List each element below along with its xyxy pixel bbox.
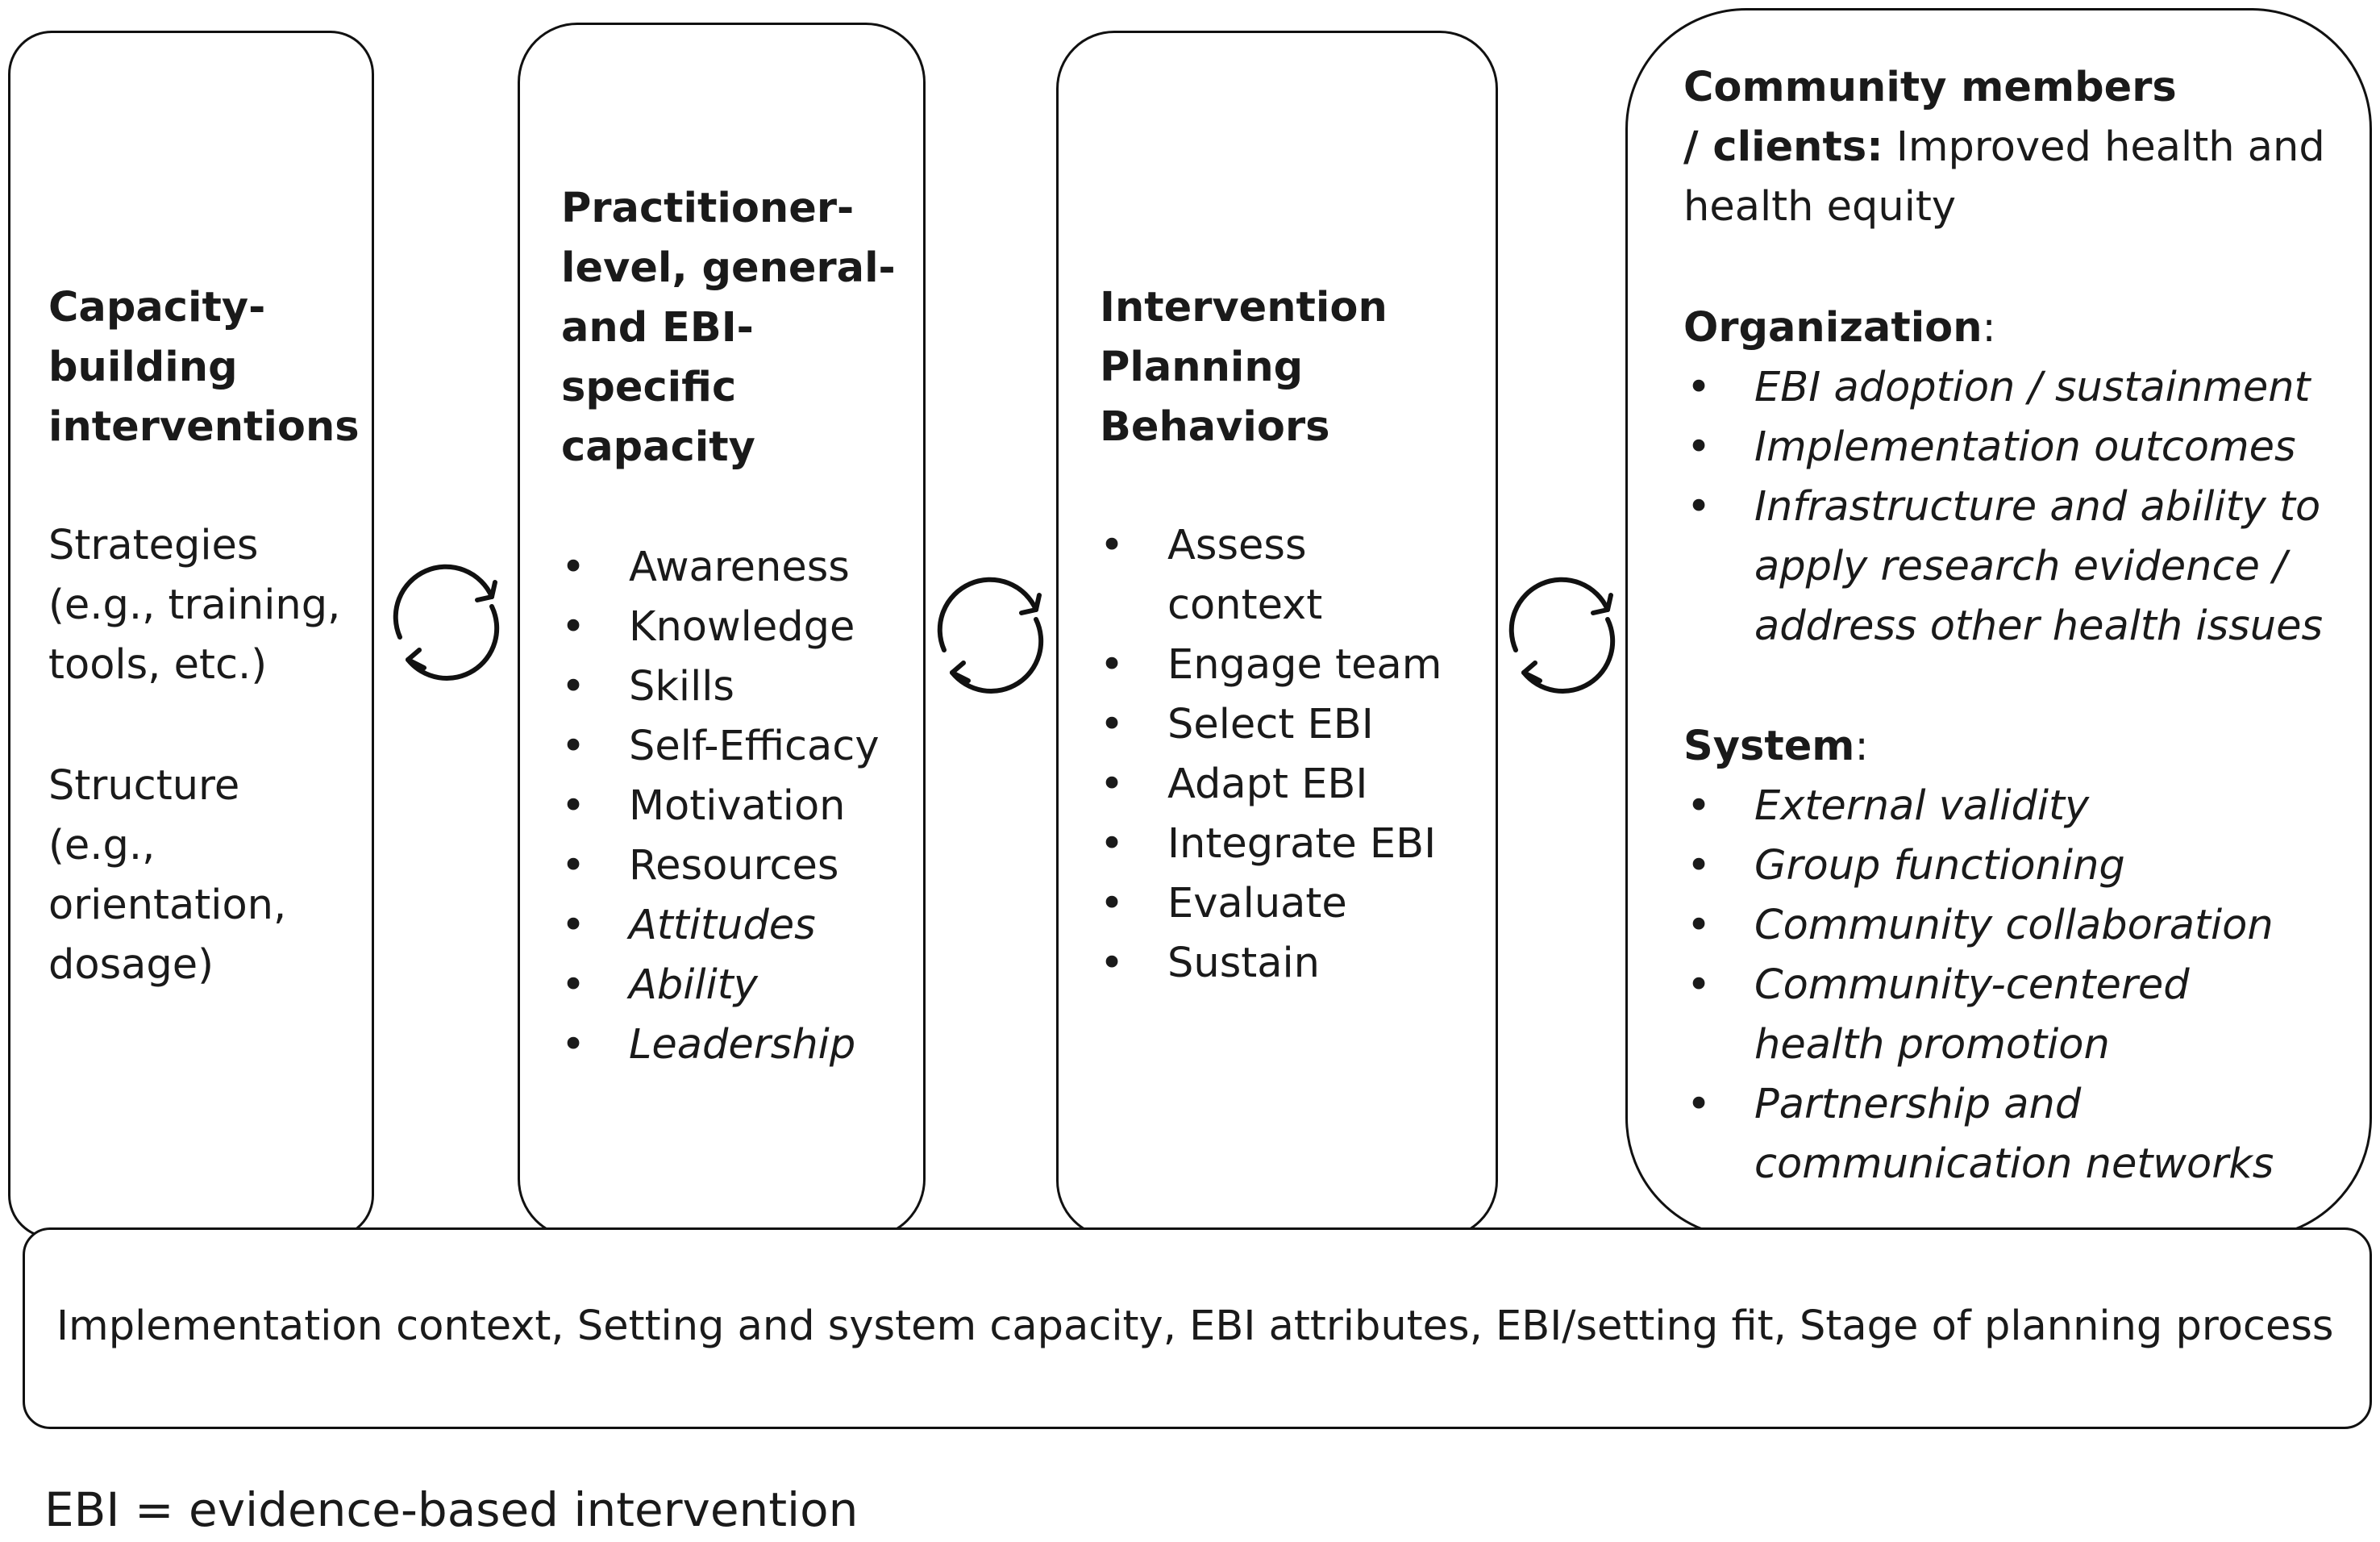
list-item: • Partnership and communication networks: [1683, 1075, 2274, 1194]
bullet-icon: •: [561, 842, 586, 890]
list-item-text: Community-centered: [1754, 961, 2190, 1009]
bullet-icon: •: [561, 603, 586, 651]
structure-text: Structure (e.g., orientation, dosage): [48, 762, 287, 989]
list-item: • Awareness: [558, 538, 880, 598]
cycle-arrows-icon-3: [1493, 563, 1630, 700]
list-item-text: Motivation: [629, 782, 846, 830]
list-item: • Implementation outcomes: [1683, 418, 2323, 477]
list-item-text: Partnership and: [1754, 1081, 2082, 1128]
list-item-text: Self-Efficacy: [629, 723, 880, 770]
list-item-text: Attitudes: [629, 902, 816, 949]
bullet-icon: •: [1687, 364, 1712, 411]
list-item: • External validity: [1683, 777, 2274, 836]
list-item-text: Ability: [629, 961, 758, 1009]
list-item-text: Implementation outcomes: [1754, 423, 2296, 471]
system-label: System:: [1683, 723, 1869, 770]
list-item: • Evaluate: [1096, 874, 1442, 934]
list-item-text: External validity: [1754, 782, 2090, 830]
list-item-text: Engage team: [1167, 641, 1442, 689]
bullet-icon: •: [561, 782, 586, 830]
list-item-text: Knowledge: [629, 603, 855, 651]
list-item-text: Awareness: [629, 544, 850, 591]
list-item-text: address other health issues: [1754, 602, 2324, 650]
bullet-icon: •: [1687, 423, 1712, 471]
list-item-text: Adapt EBI: [1167, 761, 1368, 808]
list-item: • Group functioning: [1683, 836, 2274, 896]
list-item-text: communication networks: [1754, 1140, 2274, 1188]
bullet-icon: •: [1687, 961, 1712, 1009]
list-item-text: Sustain: [1167, 940, 1321, 987]
list-item: • Resources: [558, 836, 880, 896]
list-item: • Community collaboration: [1683, 896, 2274, 956]
bullet-icon: •: [1687, 1081, 1712, 1128]
list-item: • Leadership: [558, 1015, 880, 1075]
list-item-text: Infrastructure and ability to: [1754, 483, 2321, 531]
cycle-arrows-icon-2: [922, 563, 1059, 700]
list-item: • Attitudes: [558, 896, 880, 956]
bullet-icon: •: [1100, 641, 1125, 689]
practitioner-capacity-title: Practitioner- level, general- and EBI- s…: [561, 185, 896, 471]
list-item: • Skills: [558, 657, 880, 717]
list-item-text: health promotion: [1754, 1021, 2110, 1069]
list-item-text: apply research evidence /: [1754, 543, 2287, 590]
planning-behaviors-list: • Assess context • Engage team • Select EBI • Ad…: [1096, 516, 1442, 994]
bullet-icon: •: [1100, 522, 1125, 569]
practitioner-capacity-box: [518, 23, 926, 1239]
capacity-building-title: Capacity- building interventions: [48, 284, 360, 451]
context-bar: [23, 1227, 2372, 1429]
list-item: • Select EBI: [1096, 695, 1442, 755]
bullet-icon: •: [1100, 701, 1125, 748]
list-item-text: Community collaboration: [1754, 902, 2274, 949]
list-item: • EBI adoption / sustainment: [1683, 358, 2323, 418]
planning-behaviors-title: Intervention Planning Behaviors: [1100, 284, 1388, 451]
bullet-icon: •: [561, 723, 586, 770]
context-bar-text: Implementation context, Setting and syst…: [56, 1302, 2334, 1350]
list-item: • Ability: [558, 956, 880, 1015]
list-item-text: Resources: [629, 842, 839, 890]
strategies-text: Strategies (e.g., training, tools, etc.): [48, 522, 341, 689]
capacity-building-box: [8, 31, 374, 1239]
list-item-text: Group functioning: [1754, 842, 2125, 890]
list-item-text: context: [1167, 581, 1323, 629]
practitioner-capacity-list: • Awareness • Knowledge • Skills • Self-Efficac…: [558, 538, 880, 1075]
bullet-icon: •: [1100, 761, 1125, 808]
bullet-icon: •: [561, 544, 586, 591]
community-outcome-text: Community members / clients: Improved he…: [1683, 64, 2325, 231]
bullet-icon: •: [561, 961, 586, 1009]
list-item: • Motivation: [558, 777, 880, 836]
organization-label: Organization:: [1683, 304, 1996, 352]
list-item-text: Assess: [1167, 522, 1307, 569]
list-item-text: EBI adoption / sustainment: [1754, 364, 2311, 411]
list-item: • Engage team: [1096, 636, 1442, 695]
ebi-footnote: EBI = evidence-based intervention: [44, 1482, 859, 1537]
list-item: • Adapt EBI: [1096, 755, 1442, 815]
bullet-icon: •: [1100, 880, 1125, 927]
list-item-text: Select EBI: [1167, 701, 1374, 748]
outcomes-box: [1625, 8, 2372, 1239]
list-item-text: Leadership: [629, 1021, 856, 1069]
bullet-icon: •: [561, 1021, 586, 1069]
bullet-icon: •: [561, 663, 586, 711]
list-item: • Assess context: [1096, 516, 1442, 636]
bullet-icon: •: [1687, 842, 1712, 890]
organization-list: • EBI adoption / sustainment • Implementati…: [1683, 358, 2323, 656]
cycle-arrows-icon-1: [377, 550, 514, 687]
list-item-text: Evaluate: [1167, 880, 1347, 927]
system-list: • External validity • Group functioning • Com…: [1683, 777, 2274, 1194]
list-item: • Community-centered health promotion: [1683, 956, 2274, 1075]
bullet-icon: •: [1687, 782, 1712, 830]
list-item: • Knowledge: [558, 598, 880, 657]
list-item: • Integrate EBI: [1096, 815, 1442, 874]
bullet-icon: •: [1687, 902, 1712, 949]
bullet-icon: •: [1100, 940, 1125, 987]
list-item-text: Integrate EBI: [1167, 820, 1437, 868]
list-item: • Infrastructure and ability to apply rese…: [1683, 477, 2323, 656]
bullet-icon: •: [1687, 483, 1712, 531]
list-item-text: Skills: [629, 663, 734, 711]
bullet-icon: •: [1100, 820, 1125, 868]
list-item: • Sustain: [1096, 934, 1442, 994]
bullet-icon: •: [561, 902, 586, 949]
list-item: • Self-Efficacy: [558, 717, 880, 777]
